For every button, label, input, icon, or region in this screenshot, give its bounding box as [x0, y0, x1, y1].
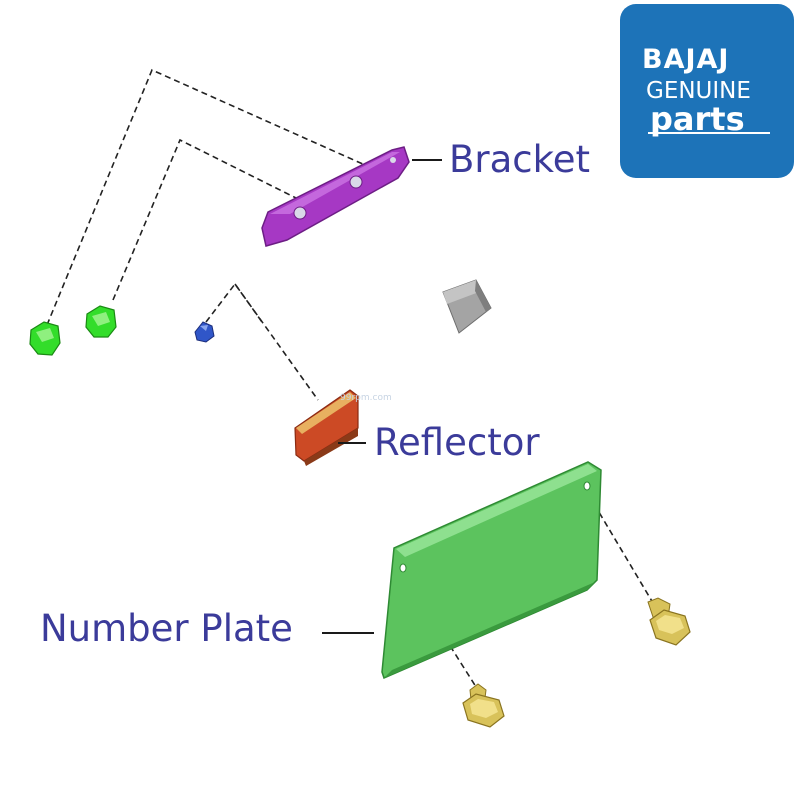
nut-part: [194, 321, 215, 343]
plate-hole: [583, 481, 591, 491]
guide-line-clip-left: [46, 68, 366, 326]
plate-hole: [399, 563, 407, 573]
logo-brand-text: BAJAJ: [642, 44, 730, 75]
logo-genuine-text: GENUINE: [646, 78, 751, 104]
number-plate-label: Number Plate: [40, 607, 293, 650]
guide-line-nut: [205, 282, 319, 401]
block-part: [442, 279, 492, 334]
number-plate-leader-line: [322, 632, 374, 634]
bolt-bottom: [462, 683, 505, 728]
bolt-right: [647, 597, 691, 646]
clip-right: [85, 305, 117, 338]
bracket-hole-small: [390, 157, 396, 163]
reflector-leader-line: [338, 442, 366, 444]
bracket-part: [261, 146, 410, 247]
bracket-hole: [293, 206, 307, 220]
bracket-label: Bracket: [449, 138, 590, 181]
logo-underline: [648, 132, 770, 134]
bracket-leader-line: [412, 159, 442, 161]
reflector-part: [294, 389, 359, 466]
clip-left: [29, 321, 61, 356]
bracket-highlight: [270, 152, 400, 214]
bracket-body: [261, 146, 410, 247]
bajaj-genuine-parts-logo: BAJAJ GENUINE parts: [620, 4, 794, 178]
watermark-text: 99rpm.com: [340, 393, 392, 403]
number-plate-part: [381, 461, 602, 680]
guide-line-nut-branch: [234, 283, 263, 323]
bracket-hole: [349, 175, 363, 189]
reflector-label: Reflector: [374, 421, 540, 464]
logo-parts-text: parts: [650, 100, 745, 138]
guide-line-clip-right: [112, 138, 301, 301]
